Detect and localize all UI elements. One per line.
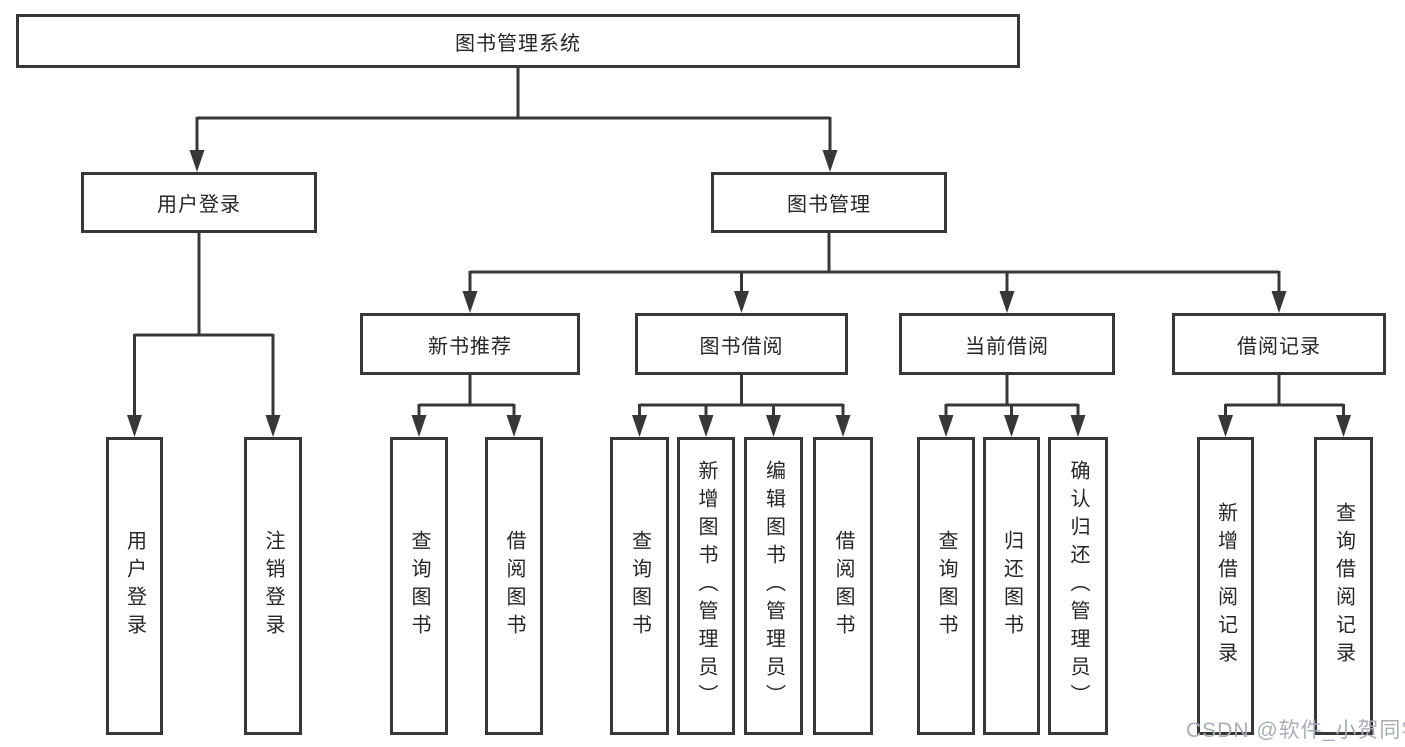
leaf-logout-label: 注销登录 [262,530,284,642]
leaf-query-borrow-record: 查询借阅记录 [1314,437,1373,735]
leaf-logout: 注销登录 [244,437,302,735]
leaf-current-query-books-label: 查询图书 [935,530,957,642]
leaf-borrow-query-books-label: 查询图书 [628,530,651,642]
leaf-borrow-books: 借阅图书 [813,437,873,735]
leaf-add-borrow-record: 新增借阅记录 [1197,437,1254,735]
node-current-borrow: 当前借阅 [899,313,1115,375]
leaf-add-books-admin: 新增图书（管理员） [677,437,735,735]
node-borrow-records: 借阅记录 [1172,313,1386,375]
leaf-current-query-books: 查询图书 [917,437,975,735]
leaf-edit-books-admin: 编辑图书（管理员） [744,437,803,735]
node-book-management: 图书管理 [711,172,947,233]
node-user-login: 用户登录 [81,172,317,233]
connector-book-management-branch [462,233,1287,313]
leaf-newbook-borrow-books-label: 借阅图书 [503,530,525,642]
connector-borrow-records-branch [1218,375,1351,437]
node-new-book-recommend: 新书推荐 [360,313,580,375]
csdn-watermark: CSDN @软件_小贺同学 [1186,719,1405,742]
leaf-user-login: 用户登录 [106,437,163,735]
leaf-return-books: 归还图书 [983,437,1040,735]
leaf-user-login-label: 用户登录 [123,530,146,642]
leaf-add-books-admin-label: 新增图书（管理员） [695,460,717,712]
leaf-add-borrow-record-label: 新增借阅记录 [1214,502,1237,670]
connector-new-book-branch [411,375,522,437]
leaf-newbook-query-books-label: 查询图书 [408,530,430,642]
leaf-confirm-return-admin: 确认归还（管理员） [1048,437,1108,735]
leaf-borrow-books-label: 借阅图书 [832,530,854,642]
leaf-borrow-query-books: 查询图书 [610,437,669,735]
connector-current-borrow-branch [938,375,1086,437]
connector-book-borrow-branch [632,375,851,437]
connector-root-to-level1 [189,68,838,172]
leaf-return-books-label: 归还图书 [1000,530,1023,642]
node-book-borrow: 图书借阅 [635,313,848,375]
leaf-newbook-query-books: 查询图书 [390,437,448,735]
leaf-confirm-return-admin-label: 确认归还（管理员） [1067,460,1089,712]
node-root-system: 图书管理系统 [16,14,1020,68]
connector-user-login-branch [127,233,281,437]
leaf-newbook-borrow-books: 借阅图书 [485,437,543,735]
leaf-query-borrow-record-label: 查询借阅记录 [1332,502,1355,670]
leaf-edit-books-admin-label: 编辑图书（管理员） [762,460,785,712]
